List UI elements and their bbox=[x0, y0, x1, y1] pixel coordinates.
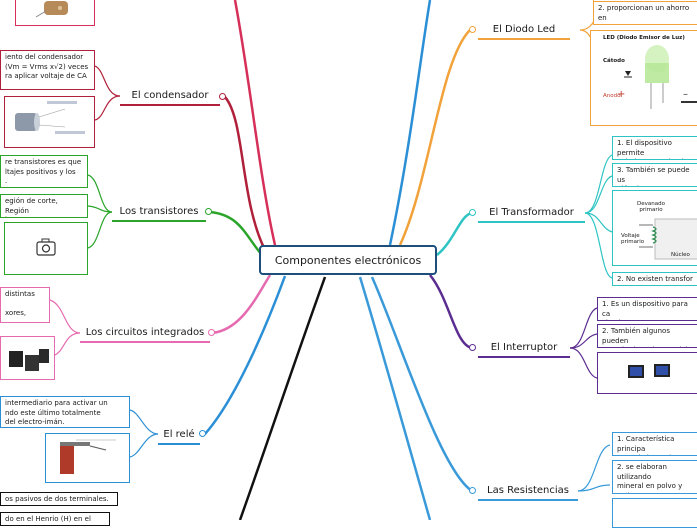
topic-condensador[interactable]: El condensador bbox=[120, 86, 220, 106]
diodo-image-box: LED (Diodo Emisor de Luz) Cátodo Anodo +… bbox=[590, 30, 697, 126]
connector-integrados bbox=[211, 274, 272, 335]
integrados-image-box bbox=[0, 336, 55, 380]
led-diagram-icon: + – bbox=[617, 45, 697, 109]
rele-image-box bbox=[45, 433, 130, 483]
fig-nucleo-label: Núcleo bbox=[671, 252, 690, 258]
connector-interruptor bbox=[429, 274, 473, 350]
diodo-text-2: 2. proporcionan un ahorro en 90%. bbox=[593, 1, 697, 25]
svg-text:–: – bbox=[683, 89, 688, 100]
topic-resistencias[interactable]: Las Resistencias bbox=[478, 481, 578, 501]
svg-text:+: + bbox=[617, 89, 625, 100]
connector-rele bbox=[204, 275, 287, 435]
collapse-dot-interruptor[interactable] bbox=[469, 344, 476, 351]
connector-resistencias bbox=[370, 276, 473, 493]
collapse-dot-resistencias[interactable] bbox=[469, 487, 476, 494]
interruptor-image-box bbox=[597, 352, 697, 394]
ic-chip-icon bbox=[9, 349, 49, 371]
led-image-title: LED (Diodo Emisor de Luz) bbox=[603, 35, 685, 41]
collapse-dot-condensador[interactable] bbox=[219, 93, 226, 100]
connector-pasivos bbox=[238, 276, 327, 520]
fig-voltaje-label: Voltaje primario bbox=[621, 233, 645, 245]
integrados-text-1: distintas xores, bbox=[0, 287, 50, 323]
connector-bottom-right bbox=[358, 276, 432, 520]
led-catodo-label: Cátodo bbox=[603, 58, 625, 64]
connector-transformador bbox=[436, 211, 473, 256]
transistores-image-placeholder bbox=[4, 222, 88, 275]
transformador-text-3: 3. También se puede us eléctricamente un… bbox=[612, 163, 697, 187]
switch-icon bbox=[628, 364, 670, 378]
interruptor-text-2: 2. También algunos pueden magnitud y vol… bbox=[597, 324, 697, 348]
topic-circuitos-integrados[interactable]: Los circuitos integrados bbox=[80, 323, 210, 343]
resistencias-text-2: 2. se elaboran utilizando mineral en pol… bbox=[612, 460, 697, 494]
led-anodo-label: Anodo bbox=[603, 93, 621, 99]
collapse-dot-diodo[interactable] bbox=[469, 26, 476, 33]
transformador-image-box: Devanado primario Voltaje primario Núcle… bbox=[612, 190, 697, 266]
top-left-image-box bbox=[15, 0, 95, 26]
transformer-diagram-icon bbox=[639, 218, 697, 260]
central-topic[interactable]: Componentes electrónicos bbox=[259, 245, 437, 275]
transistores-text-2: egión de corte, Región iva. bbox=[0, 194, 88, 218]
collapse-dot-rele[interactable] bbox=[199, 430, 206, 437]
rele-text-1: intermediario para activar un ndo este ú… bbox=[0, 396, 130, 428]
resistencias-image-box bbox=[612, 498, 697, 528]
transformador-text-1: 1. El dispositivo permite voltaje en un … bbox=[612, 136, 697, 160]
topic-rele[interactable]: El relé bbox=[158, 425, 200, 445]
connector-diodo bbox=[398, 29, 471, 246]
relay-diagram-icon bbox=[60, 439, 116, 474]
fig-devanado-label: Devanado primario bbox=[637, 201, 665, 213]
topic-interruptor[interactable]: El Interruptor bbox=[478, 338, 570, 358]
transistores-text-1: re transistores es que ltajes positivos … bbox=[0, 155, 88, 188]
collapse-dot-transformador[interactable] bbox=[469, 209, 476, 216]
topic-transformador[interactable]: El Transformador bbox=[478, 203, 585, 223]
condensador-text-1: iento del condensador (Vm = Vrms x√2) ve… bbox=[0, 50, 95, 90]
topic-diodo-led[interactable]: El Diodo Led bbox=[478, 20, 570, 40]
pasivos-text-1: os pasivos de dos terminales. bbox=[0, 492, 118, 506]
connector-top-right bbox=[388, 0, 432, 246]
capacitor-icon bbox=[15, 101, 85, 134]
condensador-image-box bbox=[4, 96, 95, 148]
resistencias-text-1: 1. Característica principa paso de la co… bbox=[612, 432, 697, 456]
connector-condensador bbox=[224, 96, 267, 251]
camera-icon bbox=[36, 238, 56, 256]
connector-top-left bbox=[233, 0, 277, 246]
pasivos-text-2: do en el Henrio (H) en el bbox=[0, 512, 110, 526]
collapse-dot-transistores[interactable] bbox=[205, 208, 212, 215]
transformador-text-2: 2. No existen transfor bbox=[612, 272, 697, 286]
resistor-photo-icon bbox=[35, 1, 68, 18]
topic-transistores[interactable]: Los transistores bbox=[112, 202, 206, 222]
collapse-dot-integrados[interactable] bbox=[208, 329, 215, 336]
connector-transistores bbox=[209, 210, 263, 256]
interruptor-text-1: 1. Es un dispositivo para ca circuito. bbox=[597, 297, 697, 321]
